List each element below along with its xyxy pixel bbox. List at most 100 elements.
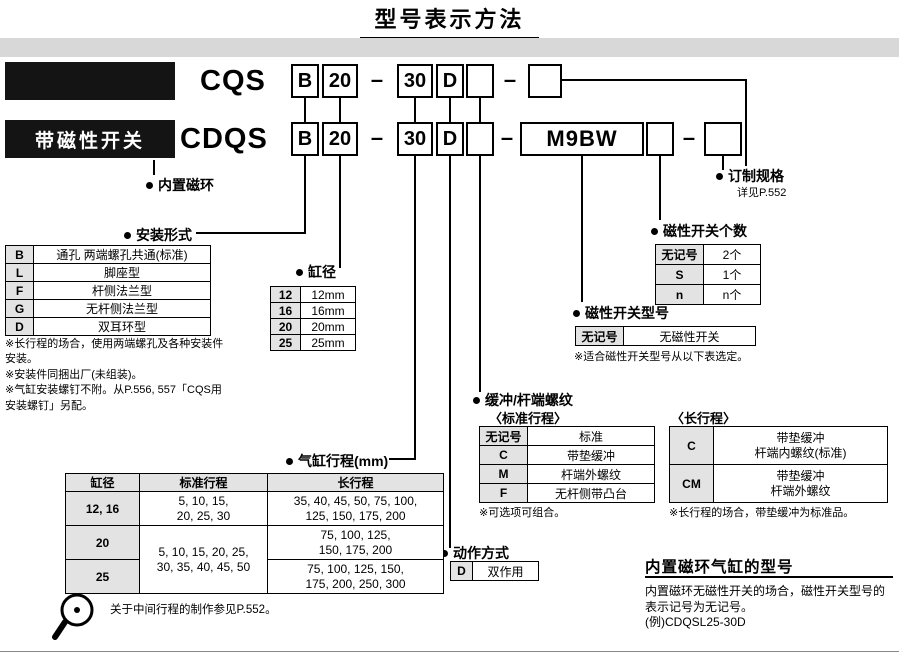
- header-band: [0, 38, 899, 57]
- desc-cell: 12mm: [300, 286, 356, 303]
- desc-cell: 杆端外螺纹: [527, 464, 655, 484]
- note-line: ※长行程的场合，使用两端螺孔及各种安装件安装。: [5, 338, 224, 366]
- builtin-info-example: (例)CDQSL25-30D: [645, 615, 746, 629]
- page-bottom-rule: [0, 651, 899, 652]
- desc-cell: 带垫缓冲 杆端内螺纹(标准): [713, 426, 888, 465]
- code-cell: F: [5, 281, 34, 300]
- long-stroke-note: ※长行程的场合，带垫缓冲为标准品。: [669, 507, 855, 519]
- code-cell: C: [669, 426, 714, 465]
- table-row: 25 75, 100, 125, 150, 175, 200, 250, 300: [65, 559, 444, 594]
- desc-cell: 20mm: [300, 318, 356, 335]
- magnifier-icon: [52, 593, 94, 640]
- callout-made-to-order: 订制规格: [716, 166, 784, 186]
- callout-label: 气缸行程(mm): [298, 453, 389, 469]
- code-cell: B: [5, 245, 34, 264]
- code-cell: F: [479, 483, 528, 503]
- connector-line: [560, 79, 747, 81]
- connector-line: [479, 156, 481, 392]
- code-cell: CM: [669, 464, 714, 503]
- bullet-icon: [651, 227, 658, 235]
- model-dash: –: [682, 125, 696, 150]
- connector-line: [196, 232, 306, 234]
- callout-stroke: 气缸行程(mm): [286, 451, 388, 471]
- callout-label: 缓冲/杆端螺纹: [485, 392, 573, 408]
- model-box-mounting: B: [291, 64, 319, 98]
- footer-note: 关于中间行程的制作参见P.552。: [110, 604, 277, 616]
- code-cell: 16: [270, 302, 301, 319]
- model-dash: –: [370, 67, 384, 92]
- made-to-order-note: 详见P.552: [737, 187, 787, 199]
- bullet-icon: [286, 457, 293, 465]
- header-cell: 缸径: [65, 473, 140, 492]
- connector-line: [581, 156, 583, 302]
- model-box-bore: 20: [322, 122, 358, 156]
- std-stroke-cell: 5, 10, 15, 20, 25, 30: [139, 491, 268, 526]
- desc-cell: 带垫缓冲: [527, 445, 655, 465]
- bullet-icon: [146, 181, 153, 189]
- desc-cell: 无磁性开关: [623, 326, 756, 346]
- desc-cell: 杆侧法兰型: [33, 281, 211, 300]
- model-box-cushion-blank: [466, 122, 494, 156]
- cushion-note: ※可选项可组合。: [479, 507, 566, 519]
- bullet-icon: [716, 172, 723, 180]
- connector-line: [153, 160, 155, 175]
- desc-cell: 带垫缓冲 杆端外螺纹: [713, 464, 888, 503]
- bore-cell: 12, 16: [65, 491, 140, 526]
- code-cell: S: [655, 264, 704, 285]
- desc-cell: 双作用: [472, 561, 539, 581]
- heading-rule: [645, 576, 893, 578]
- code-cell: n: [655, 284, 704, 305]
- bore-cell: 20: [65, 525, 140, 560]
- code-cell: G: [5, 299, 34, 318]
- connector-line: [745, 79, 747, 166]
- code-cell: 无记号: [575, 326, 624, 346]
- note-line: ※安装件同捆出厂(未组装)。: [5, 368, 143, 381]
- table-header-row: 缸径 标准行程 长行程: [65, 473, 444, 492]
- long-stroke-cell: 75, 100, 125, 150, 175, 200, 250, 300: [267, 559, 444, 594]
- model-prefix-cdqs: CDQS: [180, 123, 268, 155]
- long-stroke-cell: 75, 100, 125, 150, 175, 200: [267, 525, 444, 560]
- callout-label: 安装形式: [136, 227, 192, 243]
- code-cell: D: [5, 317, 34, 336]
- code-cell: C: [479, 445, 528, 465]
- series-label-box-blank: [5, 62, 175, 100]
- model-dash: –: [500, 125, 514, 150]
- callout-label: 缸径: [308, 264, 336, 280]
- header-cell: 标准行程: [139, 473, 268, 492]
- connector-line: [339, 98, 341, 122]
- title-row: 型号表示方法: [0, 2, 899, 40]
- model-box-switch-qty-blank: [646, 122, 674, 156]
- code-cell: M: [479, 464, 528, 484]
- builtin-info-body: 内置磁环无磁性开关的场合，磁性开关型号的表示记号为无记号。: [645, 584, 886, 615]
- model-box-cushion-blank: [466, 64, 494, 98]
- connector-line: [389, 458, 416, 460]
- desc-cell: 无杆侧带凸台: [527, 483, 655, 503]
- page-title: 型号表示方法: [360, 2, 539, 40]
- connector-line: [304, 98, 306, 122]
- callout-label: 订制规格: [728, 168, 784, 184]
- model-box-action: D: [436, 122, 464, 156]
- desc-cell: n个: [703, 284, 761, 305]
- desc-cell: 通孔 两端螺孔共通(标准): [33, 245, 211, 264]
- bullet-icon: [573, 309, 580, 317]
- model-prefix-cqs: CQS: [200, 65, 266, 97]
- table-row: 20 5, 10, 15, 20, 25, 30, 35, 40, 45, 50…: [65, 525, 444, 594]
- code-cell: 12: [270, 286, 301, 303]
- note-line: ※气缸安装螺钉不附。从P.556, 557「CQS用安装螺钉」另配。: [5, 384, 222, 412]
- table-row: 无记号无磁性开关: [575, 326, 756, 346]
- stroke-table: 缸径 标准行程 长行程 12, 16 5, 10, 15, 20, 25, 30…: [65, 473, 444, 594]
